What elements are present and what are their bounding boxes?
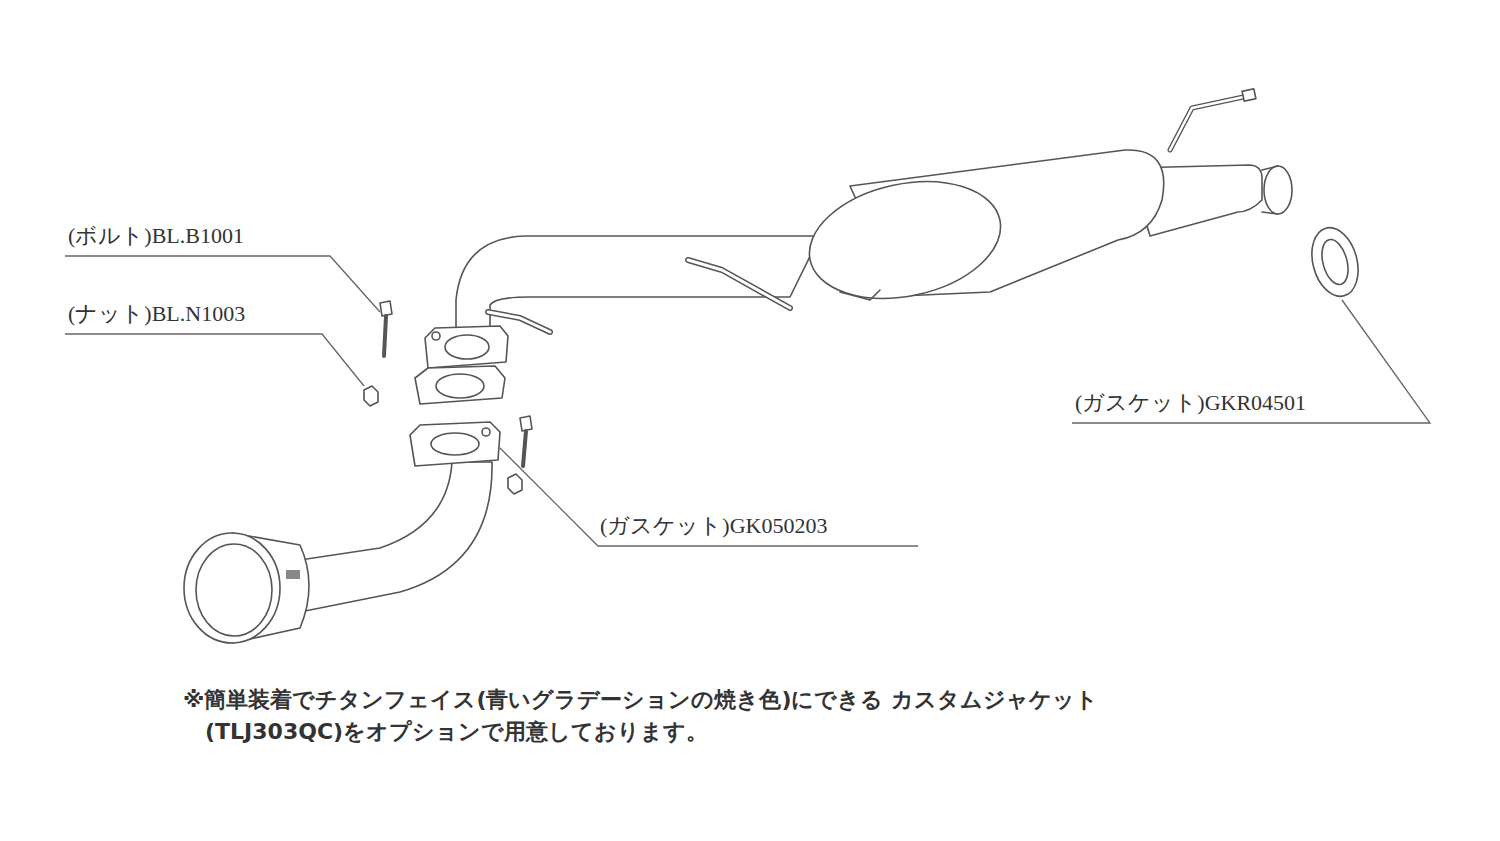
bolt-shank [384, 316, 386, 356]
flange [425, 326, 508, 368]
outlet-flange [1264, 166, 1292, 214]
outlet-flange-edge [1262, 166, 1278, 214]
note-caption: ※簡単装着でチタンフェイス(青いグラデーションの焼き色)にできる カスタムジャケ… [183, 684, 1205, 748]
part-label: (ナット)BL.N1003 [68, 301, 245, 327]
tail-inner [196, 544, 272, 636]
gasket [415, 366, 505, 404]
nut [508, 474, 522, 494]
tail-end [184, 533, 280, 643]
ring-gasket-hole [1317, 237, 1352, 288]
flange [410, 422, 500, 466]
hanger-rod-fill [688, 260, 790, 308]
hanger-rod-fill [1170, 96, 1248, 150]
leader-line [500, 448, 918, 546]
part-label: (ガスケット)GKR04501 [1075, 390, 1306, 416]
part-label: (ガスケット)GK050203 [600, 513, 827, 539]
main-pipe [456, 236, 820, 335]
gasket-hole [436, 374, 484, 398]
bolt-shank [523, 431, 526, 466]
lower-pipe [300, 462, 492, 612]
nut [364, 386, 378, 406]
bolt-hole [432, 332, 440, 340]
flange-hole [445, 335, 489, 359]
ring-gasket [1305, 222, 1366, 301]
leader-line [65, 334, 364, 386]
hanger-rod [1170, 96, 1248, 150]
brand-badge [286, 570, 300, 579]
bolt-hole [482, 428, 490, 436]
hanger-rod [688, 260, 790, 308]
muffler-end [798, 165, 1011, 315]
flange-hole [431, 433, 479, 455]
part-label: (ボルト)BL.B1001 [68, 223, 244, 249]
bolt-head [380, 301, 392, 316]
hanger-tip [1242, 89, 1256, 101]
bolt-head [520, 416, 532, 431]
leader-line [1072, 300, 1430, 423]
muffler-bracket [840, 290, 880, 300]
